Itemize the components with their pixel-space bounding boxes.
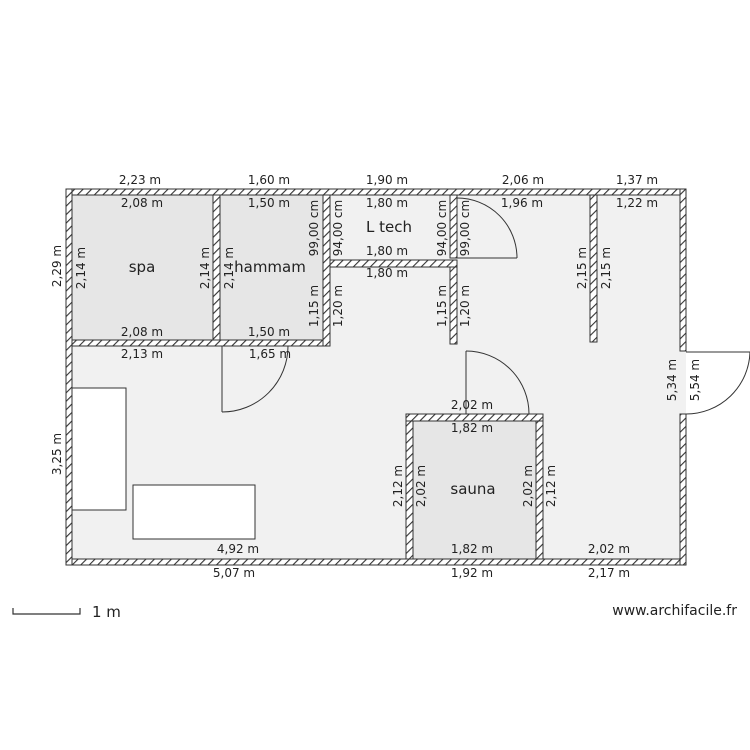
- dim-label: 1,50 m: [248, 325, 290, 339]
- dim-label: 1,65 m: [249, 347, 291, 361]
- exterior-walls: [65, 188, 687, 566]
- scale-label: 1 m: [92, 603, 121, 621]
- vertical-dimensions: 2,29 m 2,14 m 2,14 m 2,14 m 99,00 cm 94,…: [50, 200, 702, 507]
- hammam-floor: [220, 195, 323, 340]
- dim-label: 2,15 m: [599, 247, 613, 289]
- dim-label: 2,14 m: [74, 247, 88, 289]
- dim-label: 2,02 m: [521, 465, 535, 507]
- dim-label: 1,20 m: [458, 285, 472, 327]
- dim-label: 1,82 m: [451, 542, 493, 556]
- dim-label: 2,02 m: [588, 542, 630, 556]
- dim-label: 4,92 m: [217, 542, 259, 556]
- dim-label: 2,23 m: [119, 173, 161, 187]
- ltech-floor: [330, 195, 450, 260]
- dim-label: 2,13 m: [121, 347, 163, 361]
- dim-label: 2,14 m: [222, 247, 236, 289]
- spa-floor: [72, 195, 213, 340]
- dim-label: 94,00 cm: [331, 200, 345, 256]
- dim-label: 1,82 m: [451, 421, 493, 435]
- dim-label: 2,06 m: [502, 173, 544, 187]
- dim-label: 2,15 m: [575, 247, 589, 289]
- door-corridor-top: [456, 197, 518, 259]
- dim-label: 2,02 m: [414, 465, 428, 507]
- interior-walls: [71, 194, 598, 560]
- door-hammam: [221, 345, 289, 413]
- dim-label: 2,17 m: [588, 566, 630, 580]
- bench-left: [71, 387, 127, 511]
- dim-label: 1,90 m: [366, 173, 408, 187]
- dim-label: 1,80 m: [366, 196, 408, 210]
- dim-label: 1,60 m: [248, 173, 290, 187]
- dim-label: 1,80 m: [366, 244, 408, 258]
- dim-label: 99,00 cm: [458, 200, 472, 256]
- sauna-floor: [413, 421, 536, 559]
- dim-label: 3,25 m: [50, 433, 64, 475]
- dim-label: 1,20 m: [331, 285, 345, 327]
- dim-label: 2,08 m: [121, 196, 163, 210]
- dim-label: 1,22 m: [616, 196, 658, 210]
- room-label-spa: spa: [129, 258, 156, 276]
- dim-label: 1,15 m: [435, 285, 449, 327]
- dim-label: 1,50 m: [248, 196, 290, 210]
- dim-label: 2,12 m: [544, 465, 558, 507]
- dim-label: 2,12 m: [391, 465, 405, 507]
- dim-label: 2,02 m: [451, 398, 493, 412]
- bench-bottom: [132, 484, 256, 540]
- dim-label: 5,54 m: [688, 359, 702, 401]
- scale-bar: 1 m: [12, 603, 121, 621]
- dim-label: 1,37 m: [616, 173, 658, 187]
- dim-label: 99,00 cm: [307, 200, 321, 256]
- dim-label: 1,92 m: [451, 566, 493, 580]
- room-label-ltech: L tech: [366, 218, 412, 236]
- room-label-sauna: sauna: [450, 480, 495, 498]
- dim-label: 5,07 m: [213, 566, 255, 580]
- dim-label: 1,80 m: [366, 266, 408, 280]
- door-exterior-right: [685, 351, 750, 415]
- brand-watermark: www.archifacile.fr: [612, 603, 737, 619]
- dim-label: 2,08 m: [121, 325, 163, 339]
- dim-label: 1,15 m: [307, 285, 321, 327]
- dim-label: 94,00 cm: [435, 200, 449, 256]
- dim-label: 2,14 m: [198, 247, 212, 289]
- room-label-hammam: hammam: [234, 258, 306, 276]
- door-sauna: [465, 350, 530, 415]
- horizontal-dimensions: 2,23 m 1,60 m 1,90 m 2,06 m 1,37 m 2,08 …: [119, 173, 658, 580]
- dim-label: 1,96 m: [501, 196, 543, 210]
- dim-label: 5,34 m: [665, 359, 679, 401]
- dim-label: 2,29 m: [50, 245, 64, 287]
